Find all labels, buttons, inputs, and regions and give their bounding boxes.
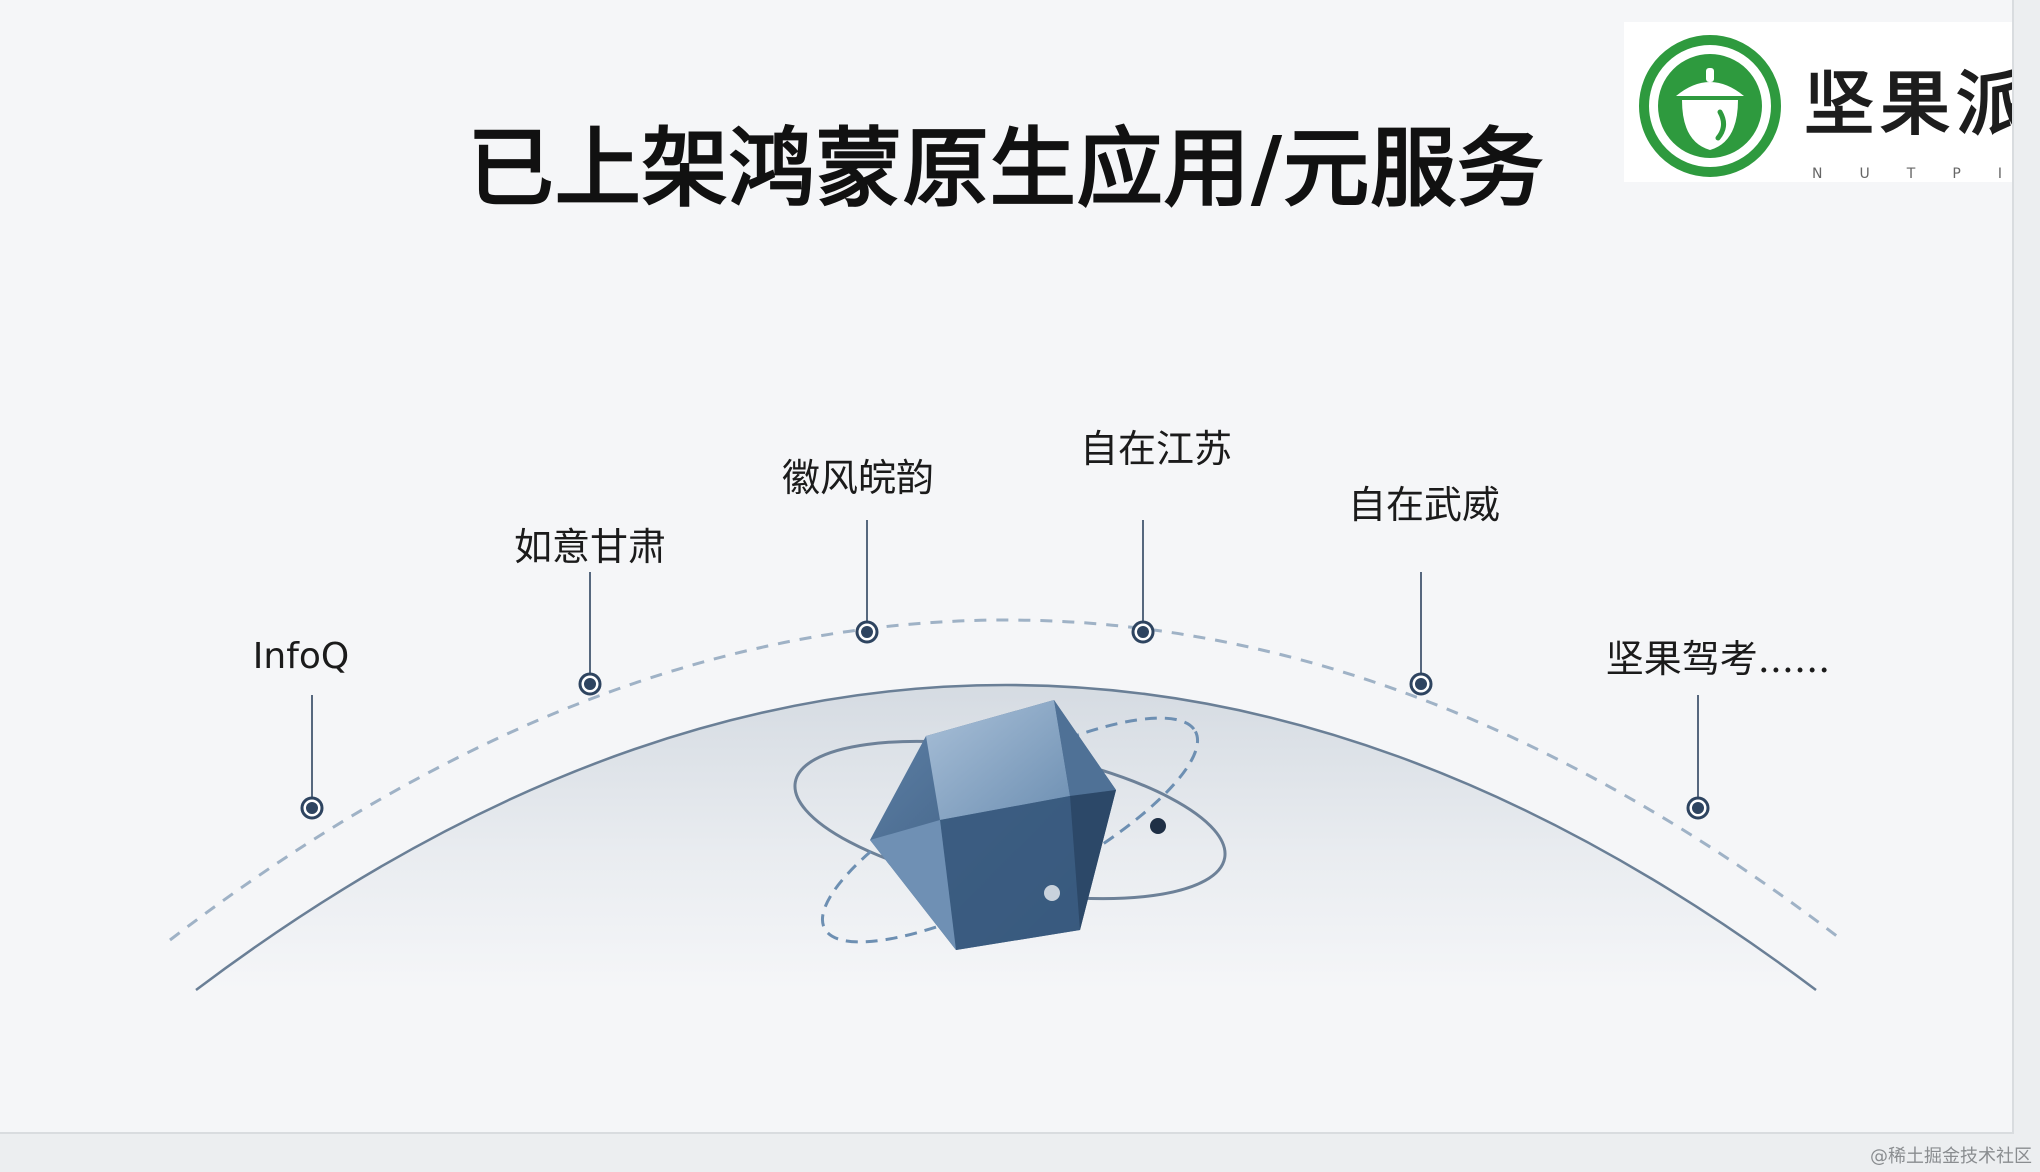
- logo-letter: N: [1812, 166, 1823, 182]
- node-jianguo-jiakao: [1686, 695, 1710, 820]
- acorn-logo-icon: [1639, 35, 1781, 177]
- logo: 坚果派 N U T P I: [1624, 22, 2012, 182]
- logo-letter: U: [1859, 166, 1870, 182]
- node-ruyi-gansu: [578, 572, 602, 696]
- slide-title: 已上架鸿蒙原生应用/元服务: [467, 118, 1545, 219]
- node-zizai-jiangsu: [1131, 520, 1155, 644]
- dome-edge: [195, 683, 1817, 991]
- logo-letter: P: [1952, 166, 1961, 182]
- app-label-ruyi-gansu: 如意甘肃: [513, 525, 667, 569]
- app-label-zizai-wuwei: 自在武威: [1347, 483, 1501, 527]
- node-infoq: [300, 695, 324, 820]
- slide: 已上架鸿蒙原生应用/元服务 坚果派 N U T P I: [0, 0, 2014, 1134]
- watermark: @稀土掘金技术社区: [1870, 1146, 2032, 1167]
- node-huifeng-wanyun: [855, 520, 879, 644]
- app-arc-diagram: [169, 520, 1843, 991]
- app-label-infoq: InfoQ: [252, 636, 350, 677]
- app-label-huifeng-wanyun: 徽风皖韵: [781, 456, 935, 500]
- node-zizai-wuwei: [1409, 572, 1433, 696]
- logo-name: 坚果派: [1804, 63, 2014, 145]
- app-label-jianguo-jiakao: 坚果驾考......: [1605, 637, 1831, 681]
- logo-letter: I: [1997, 166, 2002, 182]
- app-label-zizai-jiangsu: 自在江苏: [1079, 427, 1233, 471]
- logo-letter: T: [1906, 166, 1916, 182]
- logo-subtitle: N U T P I: [1812, 166, 2002, 182]
- dashed-arc: [169, 618, 1843, 942]
